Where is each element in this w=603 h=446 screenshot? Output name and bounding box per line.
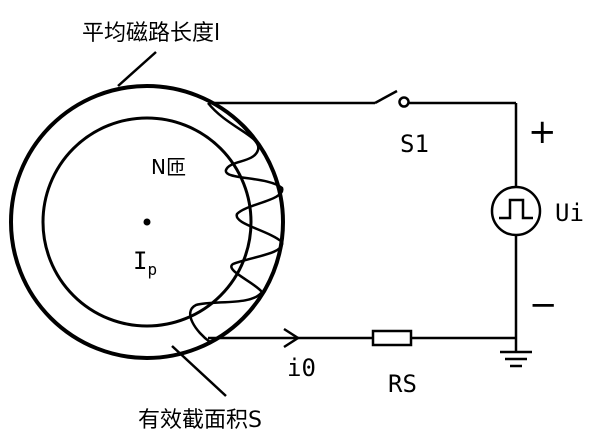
current-ip-main: I bbox=[133, 247, 147, 275]
source-label: Ui bbox=[555, 199, 584, 227]
core-inner-ring bbox=[41, 116, 253, 328]
switch-icon bbox=[374, 89, 410, 108]
resistor-label: RS bbox=[388, 370, 417, 398]
core-center-dot bbox=[143, 218, 151, 226]
leader-line-cross-section bbox=[171, 345, 227, 397]
turns-label: N匝 bbox=[151, 155, 186, 179]
current-arrow-icon bbox=[283, 327, 301, 349]
leader-line-path-length bbox=[117, 51, 157, 87]
square-pulse-source-icon bbox=[490, 185, 542, 237]
current-ip-label: Ip bbox=[133, 247, 157, 279]
switch-label: S1 bbox=[400, 130, 429, 158]
minus-sign: − bbox=[529, 285, 558, 325]
ground-icon bbox=[500, 338, 532, 368]
core-outer-ring bbox=[9, 84, 285, 360]
resistor-icon bbox=[371, 329, 413, 347]
current-i0-label: i0 bbox=[287, 354, 316, 382]
current-ip-subscript: p bbox=[147, 260, 157, 279]
winding-coil bbox=[189, 102, 284, 344]
cross-section-label: 有效截面积S bbox=[138, 408, 262, 433]
plus-sign: + bbox=[528, 112, 557, 152]
mean-path-length-label: 平均磁路长度l bbox=[82, 21, 220, 46]
